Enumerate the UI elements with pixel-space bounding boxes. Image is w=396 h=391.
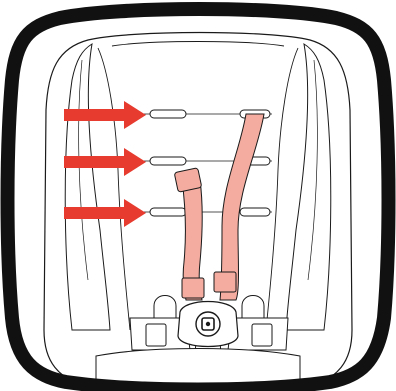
left-strap-clip [182,278,204,298]
right-strap-clip [214,272,236,292]
indicator-arrows [64,101,146,227]
right-hip-loop [242,296,264,319]
buckle-button-dot [206,322,210,326]
lap-belt-left-clip [146,324,166,346]
chest-clip [174,168,202,193]
left-hip-loop [154,296,176,319]
lap-belt-right-clip [252,324,272,346]
